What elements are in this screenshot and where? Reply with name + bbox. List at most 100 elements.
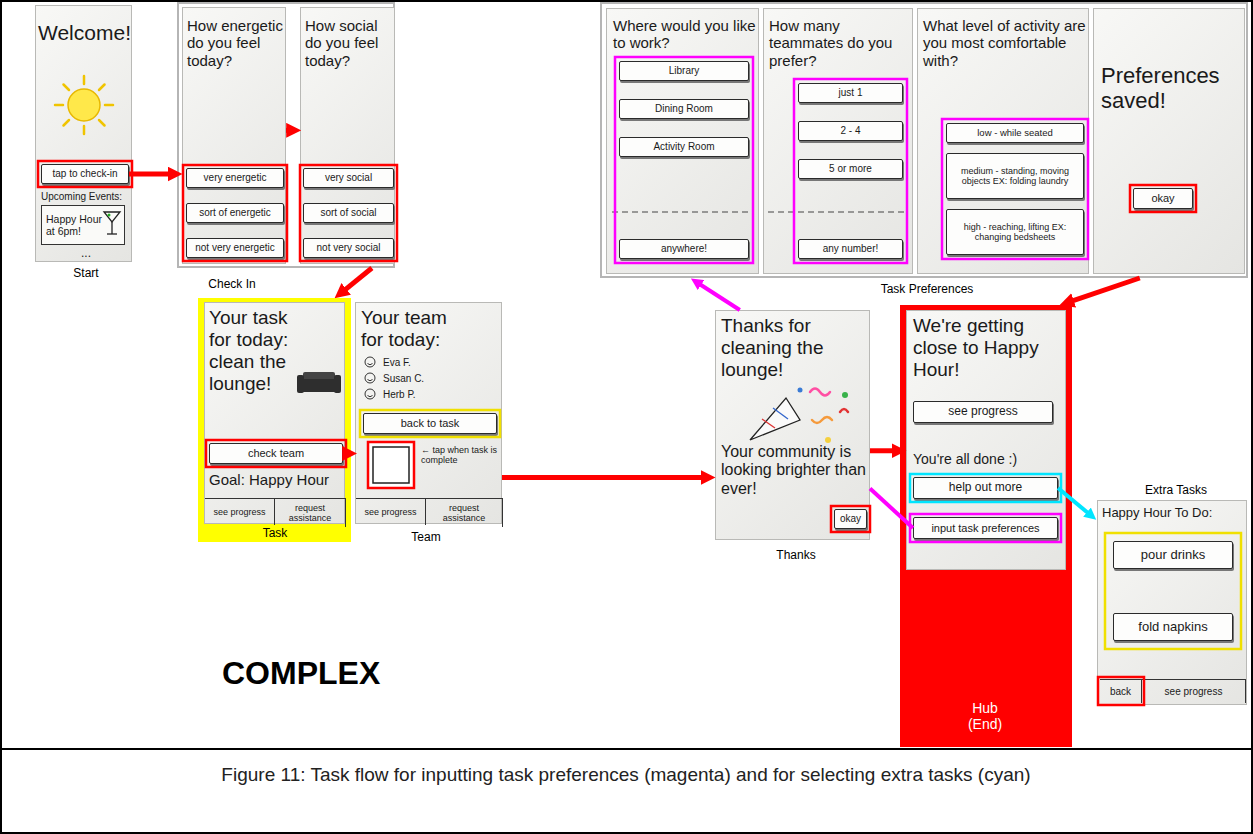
highlight-outline <box>615 57 753 263</box>
screen-button: sort of social <box>303 203 394 223</box>
figure-label: COMPLEX <box>222 655 482 692</box>
text-holder: Preferences saved! <box>1101 63 1241 114</box>
phone-screen: How many teammates do you prefer?just 12… <box>763 8 913 274</box>
screen-button: high - reaching, lifting EX: changing be… <box>946 209 1084 255</box>
highlight-outline <box>206 440 346 467</box>
screen-caption: Hub (End) <box>961 700 1009 732</box>
button-label: back <box>1102 686 1139 698</box>
tab-button: see progress <box>205 498 275 525</box>
text-holder: Check In <box>192 278 272 292</box>
flow-arrow <box>870 448 899 453</box>
screen-text: How social do you feel today? <box>305 17 394 69</box>
screen-button: tap to check-in <box>41 164 129 184</box>
sun-icon <box>68 89 100 121</box>
screen-button: not very energetic <box>186 238 284 258</box>
confetti <box>810 389 830 396</box>
button-label: Activity Room <box>623 141 745 153</box>
highlight-outline <box>831 506 870 532</box>
phone-screen: Welcome!Upcoming Events:...Starttap to c… <box>35 5 132 262</box>
button-label: see progress <box>207 507 272 517</box>
screen-button: back to task <box>363 413 497 434</box>
button-label: 2 - 4 <box>802 125 899 137</box>
complete-button <box>368 442 414 488</box>
text-holder: Your task for today: clean the lounge! <box>209 307 311 394</box>
screen-button: okay <box>1133 188 1193 209</box>
text-holder: Thanks <box>756 549 836 563</box>
figure-caption: Figure 11: Task flow for inputting task … <box>186 764 1066 786</box>
screen-text: ... <box>71 247 101 261</box>
screen-button: just 1 <box>798 83 903 103</box>
screen-button: sort of energetic <box>186 203 284 223</box>
button-label: high - reaching, lifting EX: changing be… <box>950 222 1080 243</box>
highlight-outline <box>360 410 500 437</box>
screen-button: help out more <box>913 477 1058 499</box>
screen-button: okay <box>834 509 867 529</box>
flow-arrow <box>502 475 708 480</box>
screen-button: input task preferences <box>913 517 1058 539</box>
tab-button: request assistance <box>426 498 503 527</box>
smiley-icon <box>368 364 373 365</box>
highlight-band: Hub (End) We're getting close to Happy Ho… <box>900 305 1072 747</box>
button-label: tap to check-in <box>45 168 125 180</box>
screen-button: Library <box>619 61 749 81</box>
confetti <box>825 437 831 443</box>
confetti <box>840 409 848 412</box>
sun-icon <box>64 85 70 91</box>
confetti <box>842 392 848 398</box>
screen-button: fold napkins <box>1113 613 1233 641</box>
sun-icon <box>83 76 86 84</box>
text-holder: How social do you feel today? <box>305 17 394 69</box>
screen-text: What level of activity are you most comf… <box>923 17 1088 69</box>
button-label: see progress <box>917 405 1049 419</box>
martini-icon <box>107 233 117 234</box>
screen-button: very social <box>303 168 394 188</box>
screen-text: Thanks for cleaning the lounge! <box>721 315 841 381</box>
sun-icon <box>55 104 63 107</box>
text-holder: You're all done :) <box>913 451 1061 467</box>
screen-text: We're getting close to Happy Hour! <box>913 315 1063 381</box>
party-horn <box>750 398 800 440</box>
complete-button <box>368 442 414 488</box>
screen-button: 5 or more <box>798 159 903 179</box>
text-holder: How energetic do you feel today? <box>187 17 284 69</box>
button-label: not very energetic <box>190 242 280 254</box>
button-label: input task preferences <box>917 522 1054 535</box>
screen-text: Herb P. <box>383 389 483 401</box>
button-label: back to task <box>367 417 493 430</box>
separator-line <box>612 211 752 212</box>
screen-text: Susan C. <box>383 373 483 385</box>
button-label: request assistance <box>277 503 343 524</box>
highlight-outline <box>1130 185 1196 212</box>
screen-text: ← tap when task is complete <box>421 445 501 466</box>
screen-caption: Start <box>46 267 126 281</box>
text-holder: Your community is looking brighter than … <box>721 443 869 498</box>
screen-text: Happy Hour To Do: <box>1102 506 1246 521</box>
text-holder: Where would you like to work? <box>613 17 756 52</box>
smiley-icon <box>365 389 375 399</box>
confetti <box>812 417 832 423</box>
screen-button: Dining Room <box>619 99 749 119</box>
text-holder: What level of activity are you most comf… <box>923 17 1088 69</box>
event-card: Happy Hour at 6pm! <box>41 205 125 245</box>
button-label: any number! <box>802 243 899 255</box>
phone-screen: Your team for today:Eva F.Susan C.Herb P… <box>355 302 502 524</box>
button-label: Dining Room <box>623 103 745 115</box>
screen-caption: Task Preferences <box>862 283 992 297</box>
smiley-icon <box>368 380 373 381</box>
button-label: help out more <box>917 481 1054 495</box>
separator-line <box>768 211 905 212</box>
screen-text: How energetic do you feel today? <box>187 17 284 69</box>
button-label: fold napkins <box>1117 620 1229 635</box>
button-label: sort of energetic <box>190 207 280 219</box>
couch-icon <box>300 379 338 392</box>
text-holder: Susan C. <box>383 373 483 385</box>
flow-arrow <box>286 128 294 133</box>
flow-arrow <box>1058 488 1092 516</box>
phone-screen: Preferences saved! okay <box>1093 8 1245 274</box>
flow-arrow <box>340 268 372 294</box>
text-holder: Eva F. <box>383 357 483 369</box>
screen-caption: Check In <box>192 278 272 292</box>
highlight-outline <box>910 514 1061 542</box>
screen-button: pour drinks <box>1113 541 1233 569</box>
